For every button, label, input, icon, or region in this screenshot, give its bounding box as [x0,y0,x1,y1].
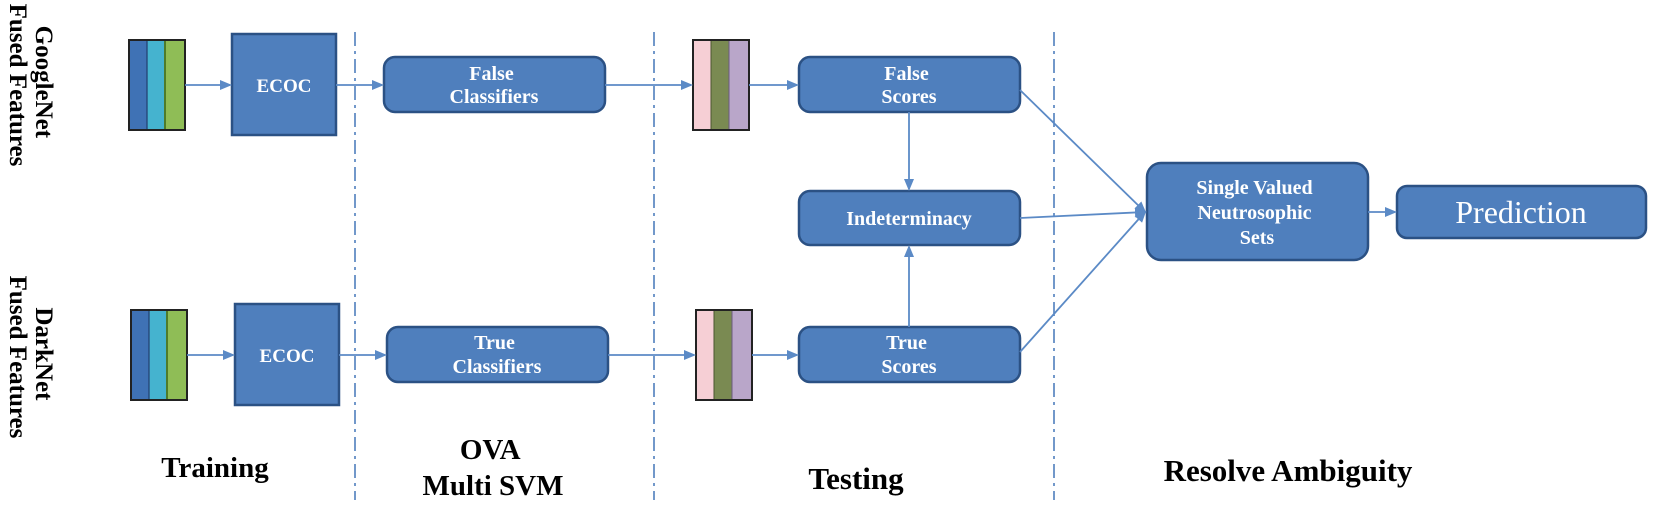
prediction-box: Prediction [1395,184,1648,240]
true-score-vector [695,309,753,401]
arrow-false-scores-to-svns [1019,89,1147,214]
ecoc-top-box: ECOC [230,32,338,137]
false-scores-box: False Scores [797,55,1022,114]
false-classifiers-box: False Classifiers [382,55,607,114]
darknet-side-label: DarkNet Fused Features [4,276,57,439]
stage-label-resolve-ambiguity: Resolve Ambiguity [1164,453,1413,488]
true-scores-box: True Scores [797,325,1022,384]
false-classifiers-label: False Classifiers [450,63,539,108]
false-scores-label: False Scores [881,63,936,108]
ecoc-bottom-label: ECOC [260,346,315,367]
darknet-feature-vector [130,309,188,401]
arrow-true-scores-to-svns [1019,210,1147,353]
googlenet-side-label: GoogleNet Fused Features [4,4,57,167]
stage-label-training: Training [161,452,269,484]
true-classifiers-box: True Classifiers [385,325,610,384]
googlenet-feature-vector [128,39,186,131]
indeterminacy-box: Indeterminacy [797,189,1022,247]
false-score-vector [692,39,750,131]
indeterminacy-label: Indeterminacy [846,208,972,230]
stage-label-testing: Testing [808,461,904,496]
ecoc-bottom-box: ECOC [233,302,341,407]
svns-label: Single Valued Neutrosophic Sets [1196,177,1317,249]
true-classifiers-label: True Classifiers [453,332,542,378]
arrow-indeterminacy-to-svns [1019,207,1147,219]
true-scores-label: True Scores [881,332,936,378]
svns-box: Single Valued Neutrosophic Sets [1145,161,1370,262]
prediction-label: Prediction [1455,194,1587,230]
ecoc-top-label: ECOC [257,76,312,97]
stage-label-ova: OVA Multi SVM [423,434,564,502]
